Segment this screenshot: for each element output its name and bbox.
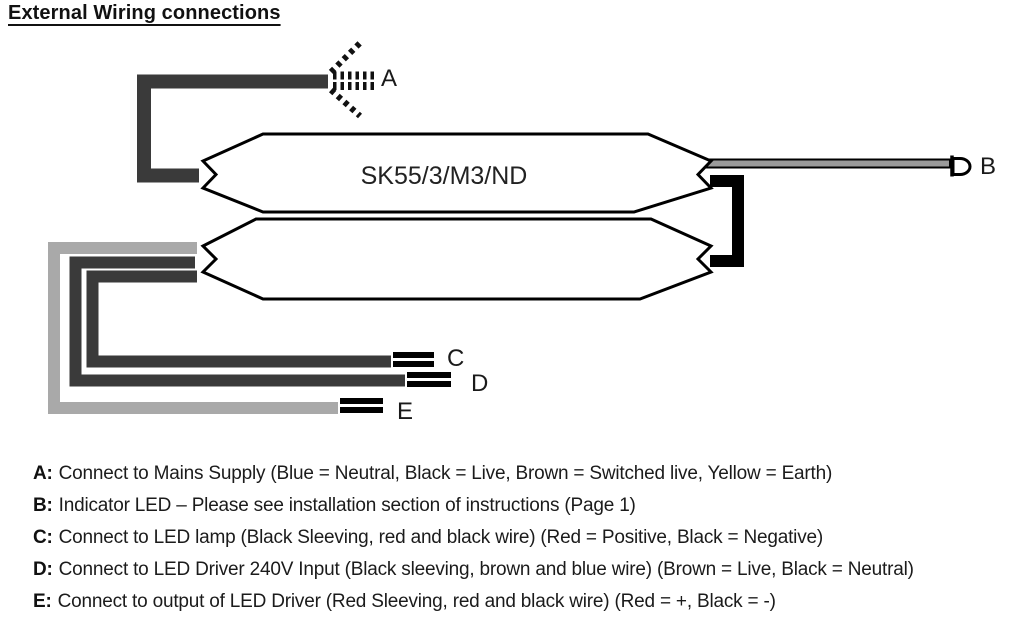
wire-label-d: D: [471, 370, 488, 397]
legend-key-a: A:: [33, 463, 53, 484]
led-lamp-wire: [86, 270, 391, 368]
legend-key-e: E:: [33, 591, 52, 612]
led-lamp-wire-terminals-icon: [393, 352, 434, 367]
driver-input-wire-terminals-icon: [407, 372, 451, 387]
wire-label-e: E: [397, 398, 413, 425]
legend-text-e: Connect to output of LED Driver (Red Sle…: [57, 591, 776, 612]
wire-label-b: B: [980, 153, 996, 180]
fitting-body-lower: [200, 217, 714, 301]
terminal-link-bracket: [710, 175, 744, 267]
legend-text-a: Connect to Mains Supply (Blue = Neutral,…: [58, 463, 833, 484]
wire-label-a: A: [381, 65, 397, 92]
legend-text-d: Connect to LED Driver 240V Input (Black …: [58, 559, 914, 580]
mains-supply-wire: [137, 74, 328, 183]
legend-text-b: Indicator LED – Please see installation …: [58, 495, 636, 516]
legend-text-c: Connect to LED lamp (Black Sleeving, red…: [58, 527, 824, 548]
fitting-body-upper: [200, 132, 714, 214]
legend-key-d: D:: [33, 559, 53, 580]
legend-key-c: C:: [33, 527, 53, 548]
driver-output-wire-terminals-icon: [340, 398, 383, 413]
indicator-led-wire: [706, 158, 951, 169]
legend-item-a: A:Connect to Mains Supply (Blue = Neutra…: [33, 458, 1005, 490]
wiring-diagram: SK55/3/M3/ND A B C D E: [48, 38, 996, 425]
driver-output-wire: [48, 242, 338, 414]
legend-item-d: D:Connect to LED Driver 240V Input (Blac…: [33, 554, 1005, 586]
wire-label-c: C: [447, 345, 464, 372]
driver-input-wire: [69, 256, 405, 387]
legend-item-e: E:Connect to output of LED Driver (Red S…: [33, 586, 1005, 618]
indicator-led-icon: [950, 155, 972, 177]
legend-key-b: B:: [33, 495, 53, 516]
page-title: External Wiring connections: [8, 2, 281, 24]
legend-item-b: B:Indicator LED – Please see installatio…: [33, 490, 1005, 522]
legend-item-c: C:Connect to LED lamp (Black Sleeving, r…: [33, 522, 1005, 554]
legend: A:Connect to Mains Supply (Blue = Neutra…: [33, 458, 1005, 618]
mains-wire-frayed-end-icon: [328, 38, 376, 119]
device-model-label: SK55/3/M3/ND: [361, 162, 528, 190]
